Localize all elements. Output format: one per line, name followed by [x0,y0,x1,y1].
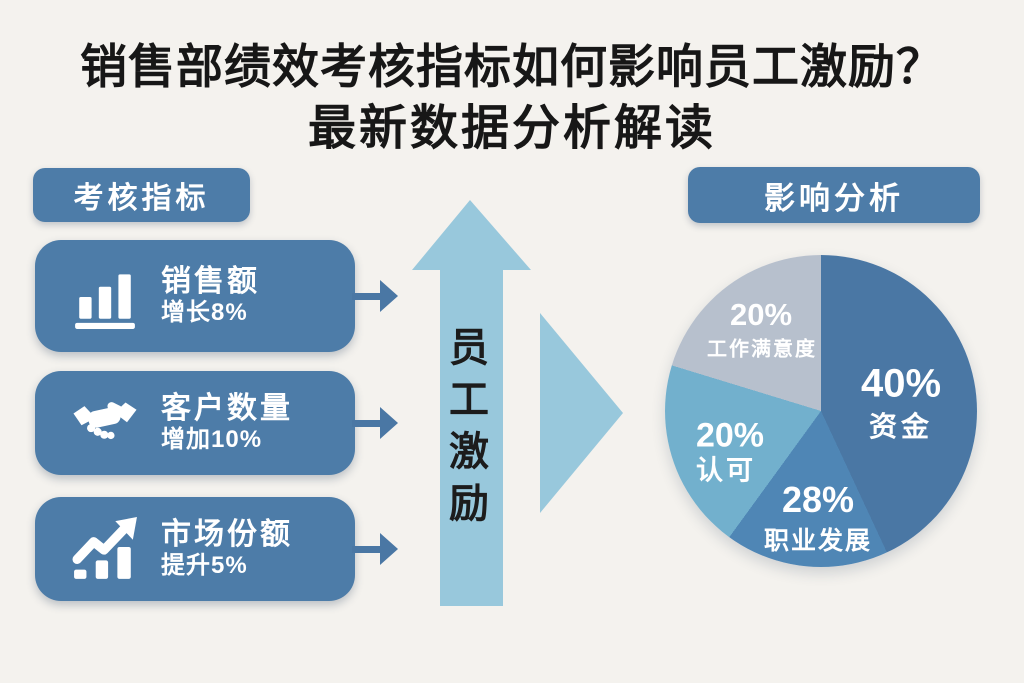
pie-slice-recognition-pct: 20% [695,416,765,455]
page-title-line-1: 销售部绩效考核指标如何影响员工激励？ [80,40,944,93]
metric-title: 市场份额 [161,517,293,551]
metric-card-customers: 客户数量 增加10% [35,371,355,475]
metric-card-sales: 销售额 增长8% [35,240,355,352]
trend-up-icon [71,516,139,582]
pie-slice-career-label: 职业发展 [763,527,873,555]
right-triangle-icon [540,313,623,513]
metric-subtitle: 增加10% [161,426,263,454]
metric-card-market-share: 市场份额 提升5% [35,497,355,601]
right-panel-header: 影响分析 [688,167,980,223]
metric-title: 销售额 [161,264,260,298]
pie-slice-recognition-label: 认可 [696,455,756,486]
connector-arrow-icon [352,407,398,439]
pie-slice-funds-label: 资金 [868,411,934,442]
pie-slice-satisfaction-label: 工作满意度 [707,338,817,361]
page-title-line-2: 最新数据分析解读 [307,102,716,155]
pie-slice-career-pct: 28% [781,479,855,520]
connector-arrow-icon [352,280,398,312]
motivation-label: 员工激励 [443,326,487,534]
pie-slice-funds-pct: 40% [860,361,942,406]
metric-subtitle: 提升5% [161,552,248,580]
metric-subtitle: 增长8% [161,299,248,327]
pie-slice-satisfaction-pct: 20% [729,297,793,332]
connector-arrow-icon [352,533,398,565]
handshake-icon [71,390,139,456]
left-panel-header: 考核指标 [33,168,250,222]
bar-chart-icon [71,263,139,329]
up-arrow-icon [412,200,531,606]
pie-chart [665,255,977,567]
metric-title: 客户数量 [161,391,293,425]
